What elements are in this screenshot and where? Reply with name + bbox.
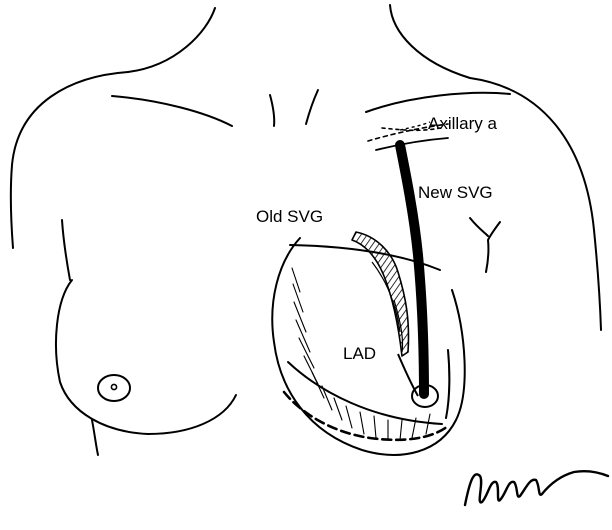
neck-right-outline — [390, 5, 470, 78]
right-breast-lateral-line — [446, 350, 449, 418]
left-shoulder-outline — [11, 72, 128, 248]
neck-left-outline — [128, 8, 215, 72]
left-clavicle-stroke — [270, 95, 274, 126]
left-upper-chest-contour — [112, 96, 232, 126]
right-axilla-line — [470, 218, 488, 236]
left-nipple — [111, 384, 116, 389]
left-underarm-line — [92, 420, 98, 455]
left-breast-outline — [56, 280, 236, 434]
lad-label: LAD — [343, 345, 376, 362]
right-axilla-line-2 — [486, 222, 500, 272]
old-svg-label: Old SVG — [256, 208, 323, 225]
right-clavicle-stroke — [306, 90, 318, 124]
left-arm-inner-line — [62, 220, 70, 280]
axillary-artery-label: Axillary a — [428, 115, 497, 132]
incision-dashed-line — [284, 392, 448, 440]
left-nipple-areola — [98, 375, 130, 401]
new-svg-label: New SVG — [418, 184, 493, 201]
right-upper-chest-contour — [366, 93, 510, 112]
artist-signature — [465, 471, 608, 505]
